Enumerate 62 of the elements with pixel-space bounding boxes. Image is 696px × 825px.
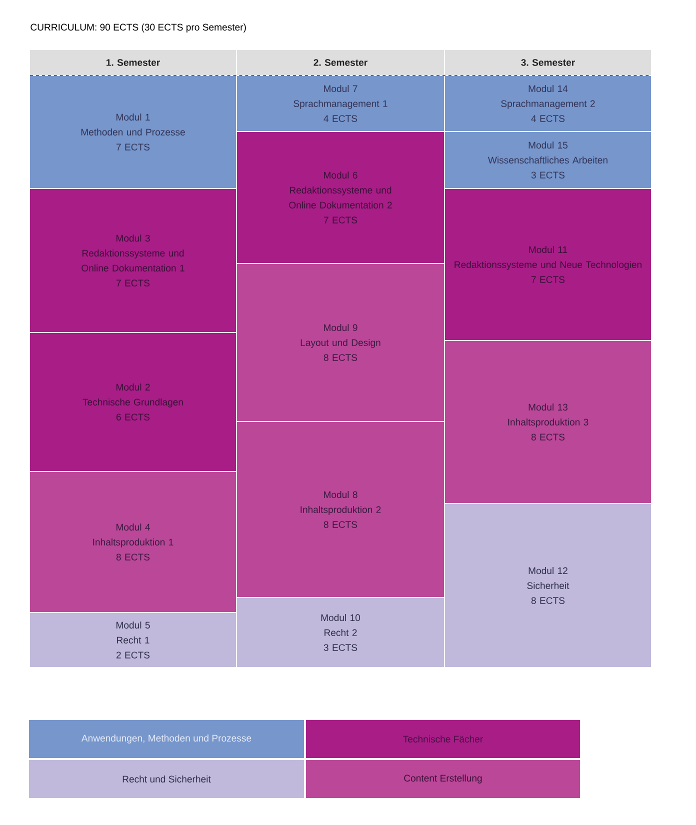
node-label: Recht 2 xyxy=(324,629,357,636)
legend-label: Recht und Sicherheit xyxy=(122,776,211,783)
node-label: Modul 10 xyxy=(321,614,360,622)
semester-header: 2. Semester xyxy=(237,50,444,75)
legend-label: Technische Fächer xyxy=(403,736,483,743)
module-box: Modul 1 Methoden und Prozesse 7 ECTS xyxy=(30,76,236,188)
module-box: Modul 9 Layout und Design 8 ECTS xyxy=(237,264,444,421)
semester-header: 1. Semester xyxy=(30,50,236,75)
module-box: Modul 3 Redaktionssysteme und Online Dokumentation 1 7 ECTS xyxy=(30,189,236,332)
node-label: Technische Grundlagen xyxy=(82,398,183,408)
node-label: Modul 13 xyxy=(528,404,568,411)
node-label: 8 ECTS xyxy=(116,554,150,560)
module-box: Modul 6 Redaktionssysteme und Online Dokumentation 2 7 ECTS xyxy=(237,132,444,263)
node-label: Modul 7 xyxy=(324,85,358,92)
node-label: Inhaltsproduktion 3 xyxy=(508,418,588,428)
node-label: 7 ECTS xyxy=(324,216,358,224)
node-label: Sprachmanagement 1 xyxy=(294,100,388,109)
node-label: 3 ECTS xyxy=(324,644,358,651)
node-label: Modul 3 xyxy=(116,234,150,242)
legend-label: Content Erstellung xyxy=(404,774,482,784)
module-box: Modul 8 Inhaltsproduktion 2 8 ECTS xyxy=(237,422,444,597)
node-label: 6 ECTS xyxy=(116,414,150,420)
semester-header: 3. Semester xyxy=(445,50,651,75)
module-box: Modul 2 Technische Grundlagen 6 ECTS xyxy=(30,333,236,471)
module-box: Modul 5 Recht 1 2 ECTS xyxy=(30,613,236,667)
node-label: Redaktionssysteme und Online Dokumentation 2 xyxy=(289,186,392,208)
node-label: 3. Semester xyxy=(521,59,575,66)
module-box: Modul 10 Recht 2 3 ECTS xyxy=(237,598,444,667)
node-label: 2. Semester xyxy=(314,59,368,66)
node-label: 3 ECTS xyxy=(531,172,565,178)
module-box: Modul 4 Inhaltsproduktion 1 8 ECTS xyxy=(30,472,236,612)
node-label: 1. Semester xyxy=(106,59,160,66)
node-label: Modul 15 xyxy=(528,142,568,149)
node-label: Recht 1 xyxy=(117,636,150,644)
node-label: Modul 4 xyxy=(116,524,150,531)
module-box: Modul 15 Wissenschaftliches Arbeiten 3 ECTS xyxy=(445,132,651,188)
node-label: Inhaltsproduktion 1 xyxy=(93,538,174,548)
node-label: Modul 5 xyxy=(116,622,150,629)
node-label: 8 ECTS xyxy=(324,354,358,361)
node-label: Sprachmanagement 2 xyxy=(501,100,595,109)
node-label: Modul 6 xyxy=(324,172,358,179)
node-label: Modul 8 xyxy=(324,491,358,498)
node-label: 8 ECTS xyxy=(324,521,358,528)
node-label: Wissenschaftliches Arbeiten xyxy=(488,156,608,164)
module-box: Modul 11 Redaktionssysteme und Neue Technologien 7 ECTS xyxy=(445,189,651,340)
node-label: 2 ECTS xyxy=(116,652,150,658)
node-label: Redaktionssysteme und Online Dokumentation 1 xyxy=(82,250,184,272)
title: CURRICULUM: 90 ECTS (30 ECTS pro Semester) xyxy=(30,24,246,32)
node-label: Layout und Design xyxy=(300,339,380,348)
module-box: Modul 13 Inhaltsproduktion 3 8 ECTS xyxy=(445,341,651,503)
module-box: Modul 7 Sprachmanagement 1 4 ECTS xyxy=(237,76,444,131)
node-label: 7 ECTS xyxy=(116,280,150,286)
module-box: Modul 14 Sprachmanagement 2 4 ECTS xyxy=(445,76,651,131)
node-label: Modul 9 xyxy=(324,324,358,332)
legend-label: Anwendungen, Methoden und Prozesse xyxy=(81,734,252,744)
node-label: 4 ECTS xyxy=(531,115,565,122)
node-label: 4 ECTS xyxy=(324,115,358,122)
node-label: Modul 2 xyxy=(116,384,150,391)
module-box: Modul 12 Sicherheit 8 ECTS xyxy=(445,504,651,667)
node-label: Inhaltsproduktion 2 xyxy=(300,506,381,515)
node-label: 8 ECTS xyxy=(531,434,565,440)
node-label: Modul 14 xyxy=(528,85,568,92)
